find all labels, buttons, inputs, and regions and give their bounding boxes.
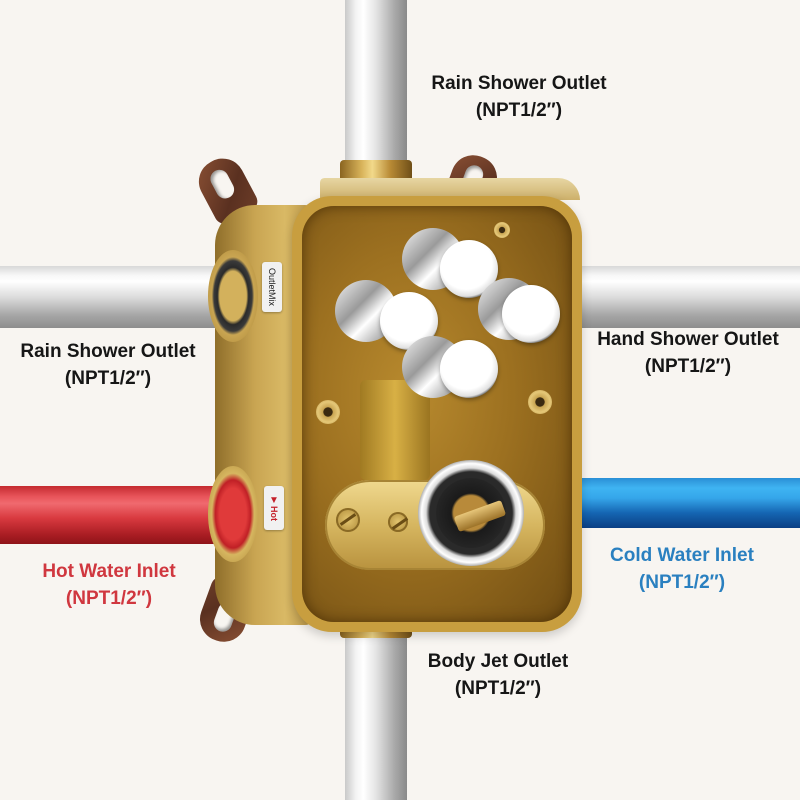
hot-tag-text: Hot bbox=[269, 505, 279, 521]
diverter-knob-bottom[interactable] bbox=[440, 340, 498, 398]
mix-tag-text: Mix bbox=[267, 292, 277, 306]
label-name: Rain Shower Outlet bbox=[431, 73, 607, 94]
label-name: Cold Water Inlet bbox=[610, 545, 754, 566]
label-spec: (NPT1/2″) bbox=[454, 678, 542, 699]
label-spec: (NPT1/2″) bbox=[64, 368, 152, 389]
hot-tag: ▼ Hot bbox=[264, 486, 284, 530]
hot-arrow-icon: ▼ bbox=[269, 494, 279, 506]
bottom-outlet-pipe bbox=[345, 625, 407, 800]
top-outlet-pipe bbox=[345, 0, 407, 185]
mounting-lug-left bbox=[316, 400, 340, 424]
label-body-jet-outlet: Body Jet Outlet (NPT1/2″) bbox=[412, 648, 584, 702]
label-spec: (NPT1/2″) bbox=[65, 588, 153, 609]
check-valve-screw-middle bbox=[388, 512, 408, 532]
right-outlet-pipe bbox=[575, 266, 800, 328]
cold-inlet-pipe bbox=[575, 478, 800, 528]
inner-casting bbox=[360, 380, 430, 480]
label-spec: (NPT1/2″) bbox=[638, 572, 726, 593]
label-left-rain-shower-outlet: Rain Shower Outlet (NPT1/2″) bbox=[0, 338, 216, 392]
left-outlet-pipe bbox=[0, 266, 235, 328]
label-name: Hand Shower Outlet bbox=[597, 329, 779, 350]
label-hand-shower-outlet: Hand Shower Outlet (NPT1/2″) bbox=[576, 326, 800, 380]
valve-body-top-lip bbox=[320, 178, 580, 200]
mounting-lug-right bbox=[528, 390, 552, 414]
mix-outlet-seal bbox=[208, 250, 258, 342]
label-name: Body Jet Outlet bbox=[427, 651, 569, 672]
label-name: Hot Water Inlet bbox=[42, 561, 176, 582]
outlet-mix-tag: Outlet Mix bbox=[262, 262, 282, 312]
label-cold-water-inlet: Cold Water Inlet (NPT1/2″) bbox=[590, 542, 774, 596]
label-spec: (NPT1/2″) bbox=[475, 100, 563, 121]
label-spec: (NPT1/2″) bbox=[644, 356, 732, 377]
diverter-knob-right[interactable] bbox=[502, 285, 560, 343]
outlet-tag-text: Outlet bbox=[267, 267, 277, 292]
label-top-rain-shower-outlet: Rain Shower Outlet (NPT1/2″) bbox=[412, 70, 626, 124]
label-hot-water-inlet: Hot Water Inlet (NPT1/2″) bbox=[14, 558, 204, 612]
corner-screw bbox=[494, 222, 510, 238]
hot-inlet-pipe bbox=[0, 486, 235, 544]
label-name: Rain Shower Outlet bbox=[20, 341, 196, 362]
hot-inlet-seal bbox=[208, 466, 258, 562]
check-valve-screw-left bbox=[336, 508, 360, 532]
